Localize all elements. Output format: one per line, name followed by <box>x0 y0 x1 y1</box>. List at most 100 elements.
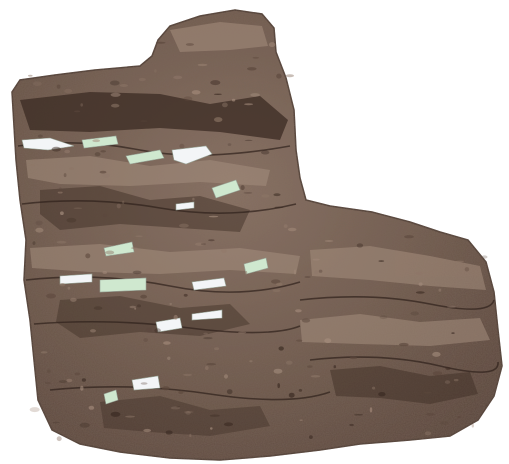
texture-speck <box>197 63 208 67</box>
texture-speck <box>64 88 73 94</box>
sample-tag <box>103 241 135 257</box>
texture-speck <box>105 250 115 255</box>
sample-tag <box>211 179 241 199</box>
texture-speck <box>94 152 101 157</box>
texture-speck <box>110 92 121 97</box>
texture-speck <box>73 207 83 209</box>
texture-speck <box>59 283 66 287</box>
texture-speck <box>178 390 184 394</box>
texture-speck <box>485 404 489 407</box>
texture-speck <box>410 311 420 316</box>
texture-speck <box>209 414 220 417</box>
texture-speck <box>273 368 283 374</box>
texture-speck <box>137 304 141 308</box>
texture-speck <box>276 73 282 79</box>
texture-speck <box>372 386 376 390</box>
texture-speck <box>310 375 321 378</box>
texture-speck <box>189 433 192 438</box>
texture-speck <box>271 279 281 284</box>
texture-speck <box>309 435 313 439</box>
texture-speck <box>92 139 101 143</box>
texture-speck <box>79 422 90 428</box>
texture-speck <box>245 270 248 275</box>
texture-speck <box>80 385 84 391</box>
texture-speck <box>155 41 166 44</box>
texture-speck <box>131 247 138 249</box>
texture-speck <box>268 42 276 48</box>
texture-speck <box>29 407 40 413</box>
texture-speck <box>444 380 451 384</box>
texture-speck <box>276 282 283 286</box>
texture-speck <box>31 159 38 161</box>
texture-speck <box>119 84 128 87</box>
texture-speck <box>93 306 103 310</box>
dark-patch <box>56 296 250 338</box>
texture-speck <box>252 56 260 59</box>
texture-speck <box>111 103 120 108</box>
texture-speck <box>143 428 152 433</box>
texture-speck <box>261 194 270 198</box>
crack-line <box>299 296 495 310</box>
texture-speck <box>69 167 74 170</box>
texture-speck <box>247 67 257 71</box>
texture-speck <box>299 419 303 422</box>
texture-speck <box>146 327 152 333</box>
crack-line <box>49 386 331 401</box>
texture-speck <box>312 258 320 261</box>
texture-speck <box>415 291 425 294</box>
texture-speck <box>141 413 145 419</box>
texture-speck <box>250 93 260 97</box>
texture-speck <box>179 143 185 149</box>
texture-speck <box>122 200 125 204</box>
texture-speck <box>60 211 64 215</box>
light-layers <box>26 22 490 346</box>
texture-speck <box>176 406 180 408</box>
texture-speck <box>163 341 171 345</box>
texture-speck <box>154 328 161 333</box>
texture-speck <box>140 294 148 299</box>
texture-speck <box>35 220 43 226</box>
texture-speck <box>418 282 423 287</box>
sample-tag <box>191 309 223 321</box>
light-patch <box>170 22 268 52</box>
texture-speck <box>102 421 107 424</box>
texture-speck <box>101 173 110 178</box>
texture-speck <box>102 271 108 274</box>
texture-speck <box>99 170 107 174</box>
texture-speck <box>191 90 201 95</box>
sample-tag <box>81 135 119 149</box>
texture-speck <box>240 185 245 191</box>
texture-speck <box>210 427 213 430</box>
texture-speck <box>134 307 137 310</box>
dark-patch <box>20 92 288 140</box>
texture-speck <box>200 243 206 245</box>
texture-speck <box>28 74 33 77</box>
texture-speck <box>378 260 385 262</box>
texture-speck <box>285 360 293 365</box>
texture-speck <box>203 337 213 340</box>
texture-speck <box>125 415 135 418</box>
texture-speck <box>404 235 414 239</box>
crack-line <box>309 356 499 373</box>
texture-speck <box>285 74 294 78</box>
sample-tag <box>21 137 75 151</box>
texture-speck <box>244 103 254 106</box>
texture-speck <box>85 253 91 259</box>
texture-speck <box>298 389 303 392</box>
texture-speck <box>81 378 86 382</box>
texture-speck <box>464 267 470 272</box>
light-patch <box>30 244 300 274</box>
texture-speck <box>278 346 284 351</box>
texture-speck <box>30 164 35 167</box>
light-patch <box>26 156 270 186</box>
texture-speck <box>140 382 148 385</box>
texture-speck <box>324 338 332 344</box>
texture-speck <box>129 305 137 309</box>
texture-speck <box>183 411 194 413</box>
sample-tag <box>191 277 227 291</box>
texture-speck <box>446 305 457 308</box>
texture-speck <box>169 303 172 305</box>
sample-tag <box>171 145 213 165</box>
